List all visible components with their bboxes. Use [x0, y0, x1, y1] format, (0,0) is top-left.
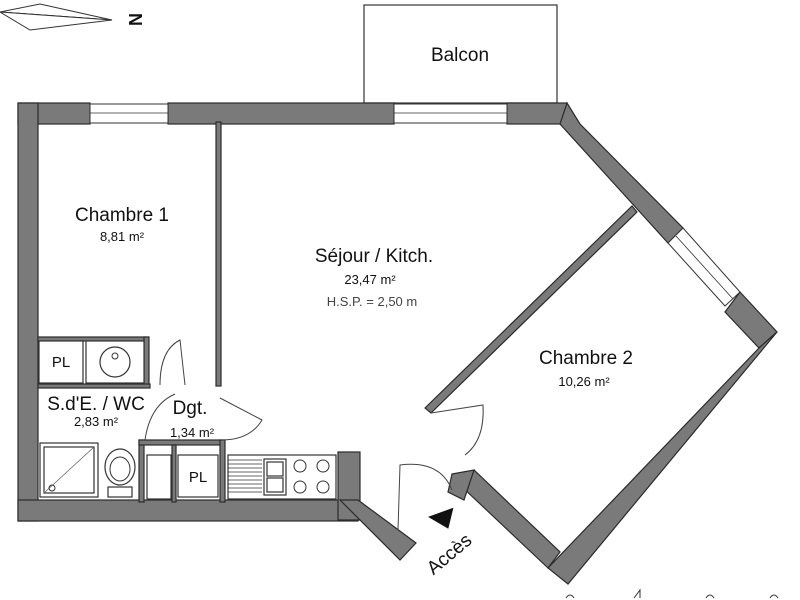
washing-machine-icon	[85, 340, 145, 384]
chambre1-name: Chambre 1	[75, 205, 169, 226]
sink-icon	[263, 458, 287, 496]
sde-name: S.d'E. / WC	[47, 394, 145, 415]
doors	[144, 339, 484, 531]
sde-area: 2,83 m²	[74, 414, 119, 429]
placard-1	[38, 340, 84, 384]
placard-1-label: PL	[52, 354, 70, 371]
hob-icon	[293, 459, 330, 494]
placard-2	[177, 454, 219, 498]
chambre2-area: 10,26 m²	[558, 374, 610, 389]
access-label: Accès	[423, 530, 476, 579]
chambre1-area: 8,81 m²	[100, 229, 145, 244]
north-label: N	[125, 13, 145, 26]
balcony-outline	[363, 4, 558, 104]
north-arrow-icon	[0, 3, 113, 31]
interior-walls	[37, 121, 638, 503]
sejour-area: 23,47 m²	[344, 272, 396, 287]
scale-glyphs	[565, 588, 779, 599]
toilet-icon	[104, 448, 136, 498]
dgt-area: 1,34 m²	[170, 425, 215, 440]
sejour-name: Séjour / Kitch.	[315, 246, 433, 267]
chambre2-name: Chambre 2	[539, 348, 633, 369]
windows	[89, 103, 741, 307]
balcon-name: Balcon	[431, 45, 489, 66]
access-arrow-icon	[428, 507, 454, 529]
dgt-name: Dgt.	[173, 398, 208, 419]
hall-cupboard	[146, 454, 172, 500]
exterior-walls	[17, 101, 778, 585]
sejour-hsp: H.S.P. = 2,50 m	[327, 294, 417, 309]
shower-icon	[39, 442, 99, 498]
placard-2-label: PL	[189, 469, 207, 486]
